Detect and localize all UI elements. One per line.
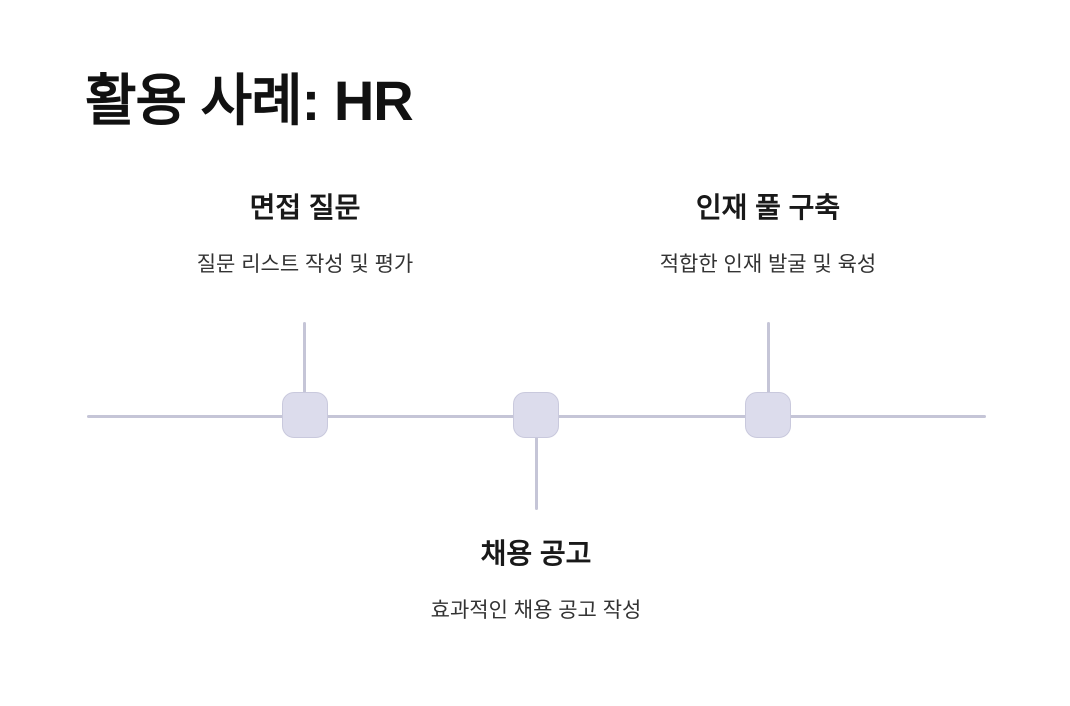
connector-line-interview	[303, 322, 306, 393]
timeline-node-interview	[282, 392, 328, 438]
milestone-description: 적합한 인재 발굴 및 육성	[659, 253, 877, 276]
milestone-description: 효과적인 채용 공고 작성	[430, 599, 642, 622]
milestone-description: 질문 리스트 작성 및 평가	[196, 253, 414, 276]
milestone-label: 채용 공고	[480, 538, 592, 569]
milestone-talent-pool: 인재 풀 구축 적합한 인재 발굴 및 육성	[598, 190, 938, 277]
milestone-label: 면접 질문	[249, 192, 361, 223]
timeline-node-job-posting	[513, 392, 559, 438]
milestone-job-posting: 채용 공고 효과적인 채용 공고 작성	[366, 536, 706, 623]
connector-line-job-posting	[535, 437, 538, 510]
timeline-node-talent-pool	[745, 392, 791, 438]
connector-line-talent-pool	[767, 322, 770, 394]
milestone-interview-questions: 면접 질문 질문 리스트 작성 및 평가	[135, 190, 475, 277]
milestone-label: 인재 풀 구축	[695, 192, 841, 223]
slide-title: 활용 사례: HR	[85, 69, 414, 132]
